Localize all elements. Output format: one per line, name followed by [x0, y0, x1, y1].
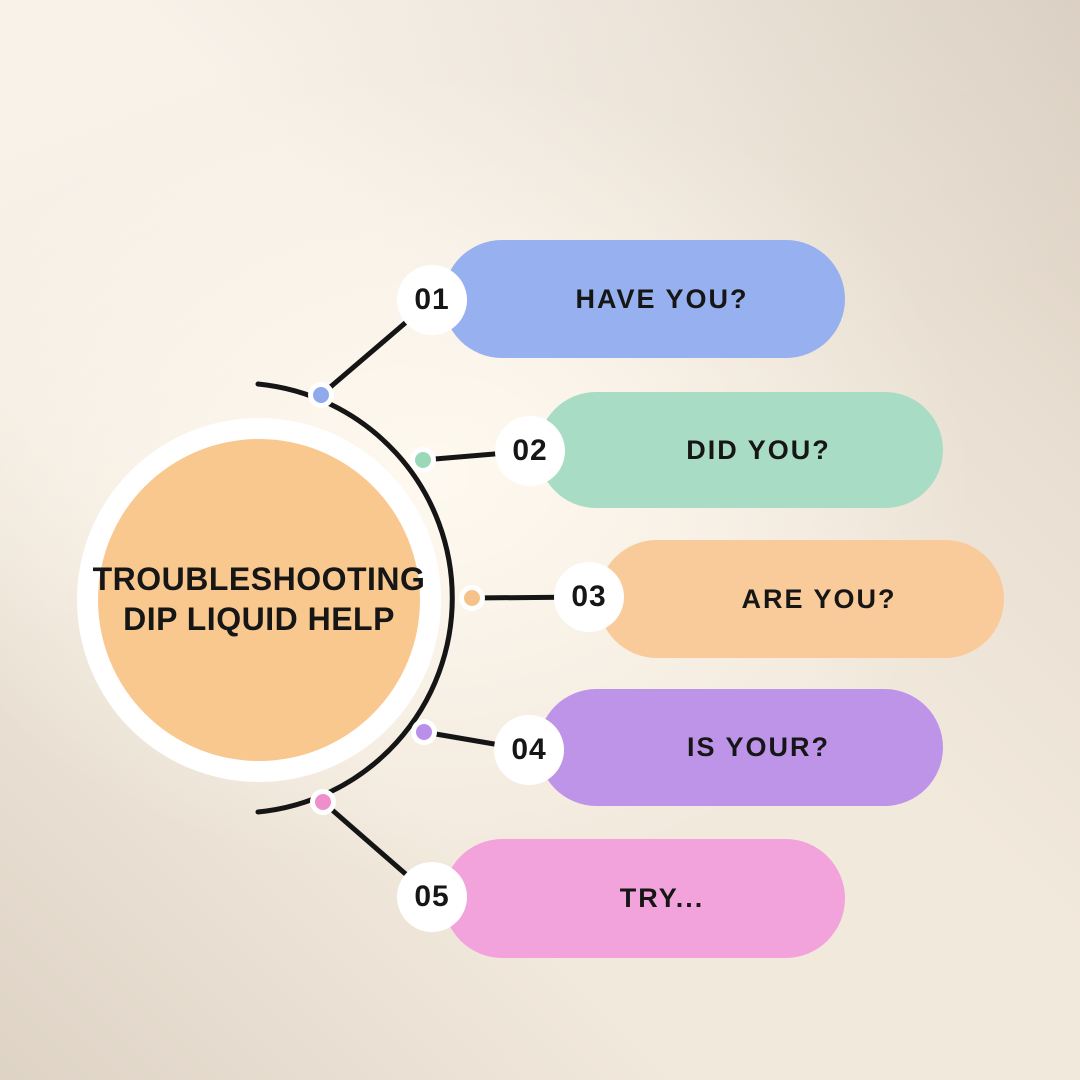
node-dot-4	[411, 719, 437, 745]
step-pill-4: IS YOUR?	[538, 689, 943, 806]
step-pill-3: ARE YOU?	[598, 540, 1004, 658]
step-pill-1: HAVE YOU?	[443, 240, 845, 358]
step-pill-2: DID YOU?	[538, 392, 943, 508]
step-number-badge-1: 01	[397, 265, 467, 335]
step-number-2: 02	[512, 434, 548, 467]
node-dot-5	[310, 789, 336, 815]
step-number-4: 04	[511, 733, 547, 766]
node-dot-2	[410, 447, 436, 473]
step-label-4: IS YOUR?	[686, 732, 831, 762]
step-number-badge-3: 03	[554, 562, 624, 632]
step-label-5: TRY...	[619, 883, 705, 913]
step-number-badge-4: 04	[494, 715, 564, 785]
central-title-line1: TROUBLESHOOTING	[92, 561, 426, 598]
step-number-5: 05	[414, 880, 450, 913]
orbit-arc	[255, 381, 455, 815]
central-topic-circle: TROUBLESHOOTING DIP LIQUID HELP	[77, 418, 441, 782]
step-number-badge-5: 05	[397, 862, 467, 932]
step-number-badge-2: 02	[495, 416, 565, 486]
central-topic-fill: TROUBLESHOOTING DIP LIQUID HELP	[93, 439, 425, 761]
step-label-1: HAVE YOU?	[575, 283, 749, 314]
central-topic-title: TROUBLESHOOTING DIP LIQUID HELP	[93, 560, 426, 639]
step-label-2: DID YOU?	[686, 434, 831, 465]
step-pill-5: TRY...	[443, 839, 845, 958]
node-dot-3	[459, 585, 485, 611]
central-title-line2: DIP LIQUID HELP	[123, 601, 395, 637]
node-dot-1	[308, 382, 334, 408]
step-label-3: ARE YOU?	[741, 583, 897, 614]
step-number-1: 01	[414, 283, 450, 316]
step-number-3: 03	[571, 580, 607, 613]
